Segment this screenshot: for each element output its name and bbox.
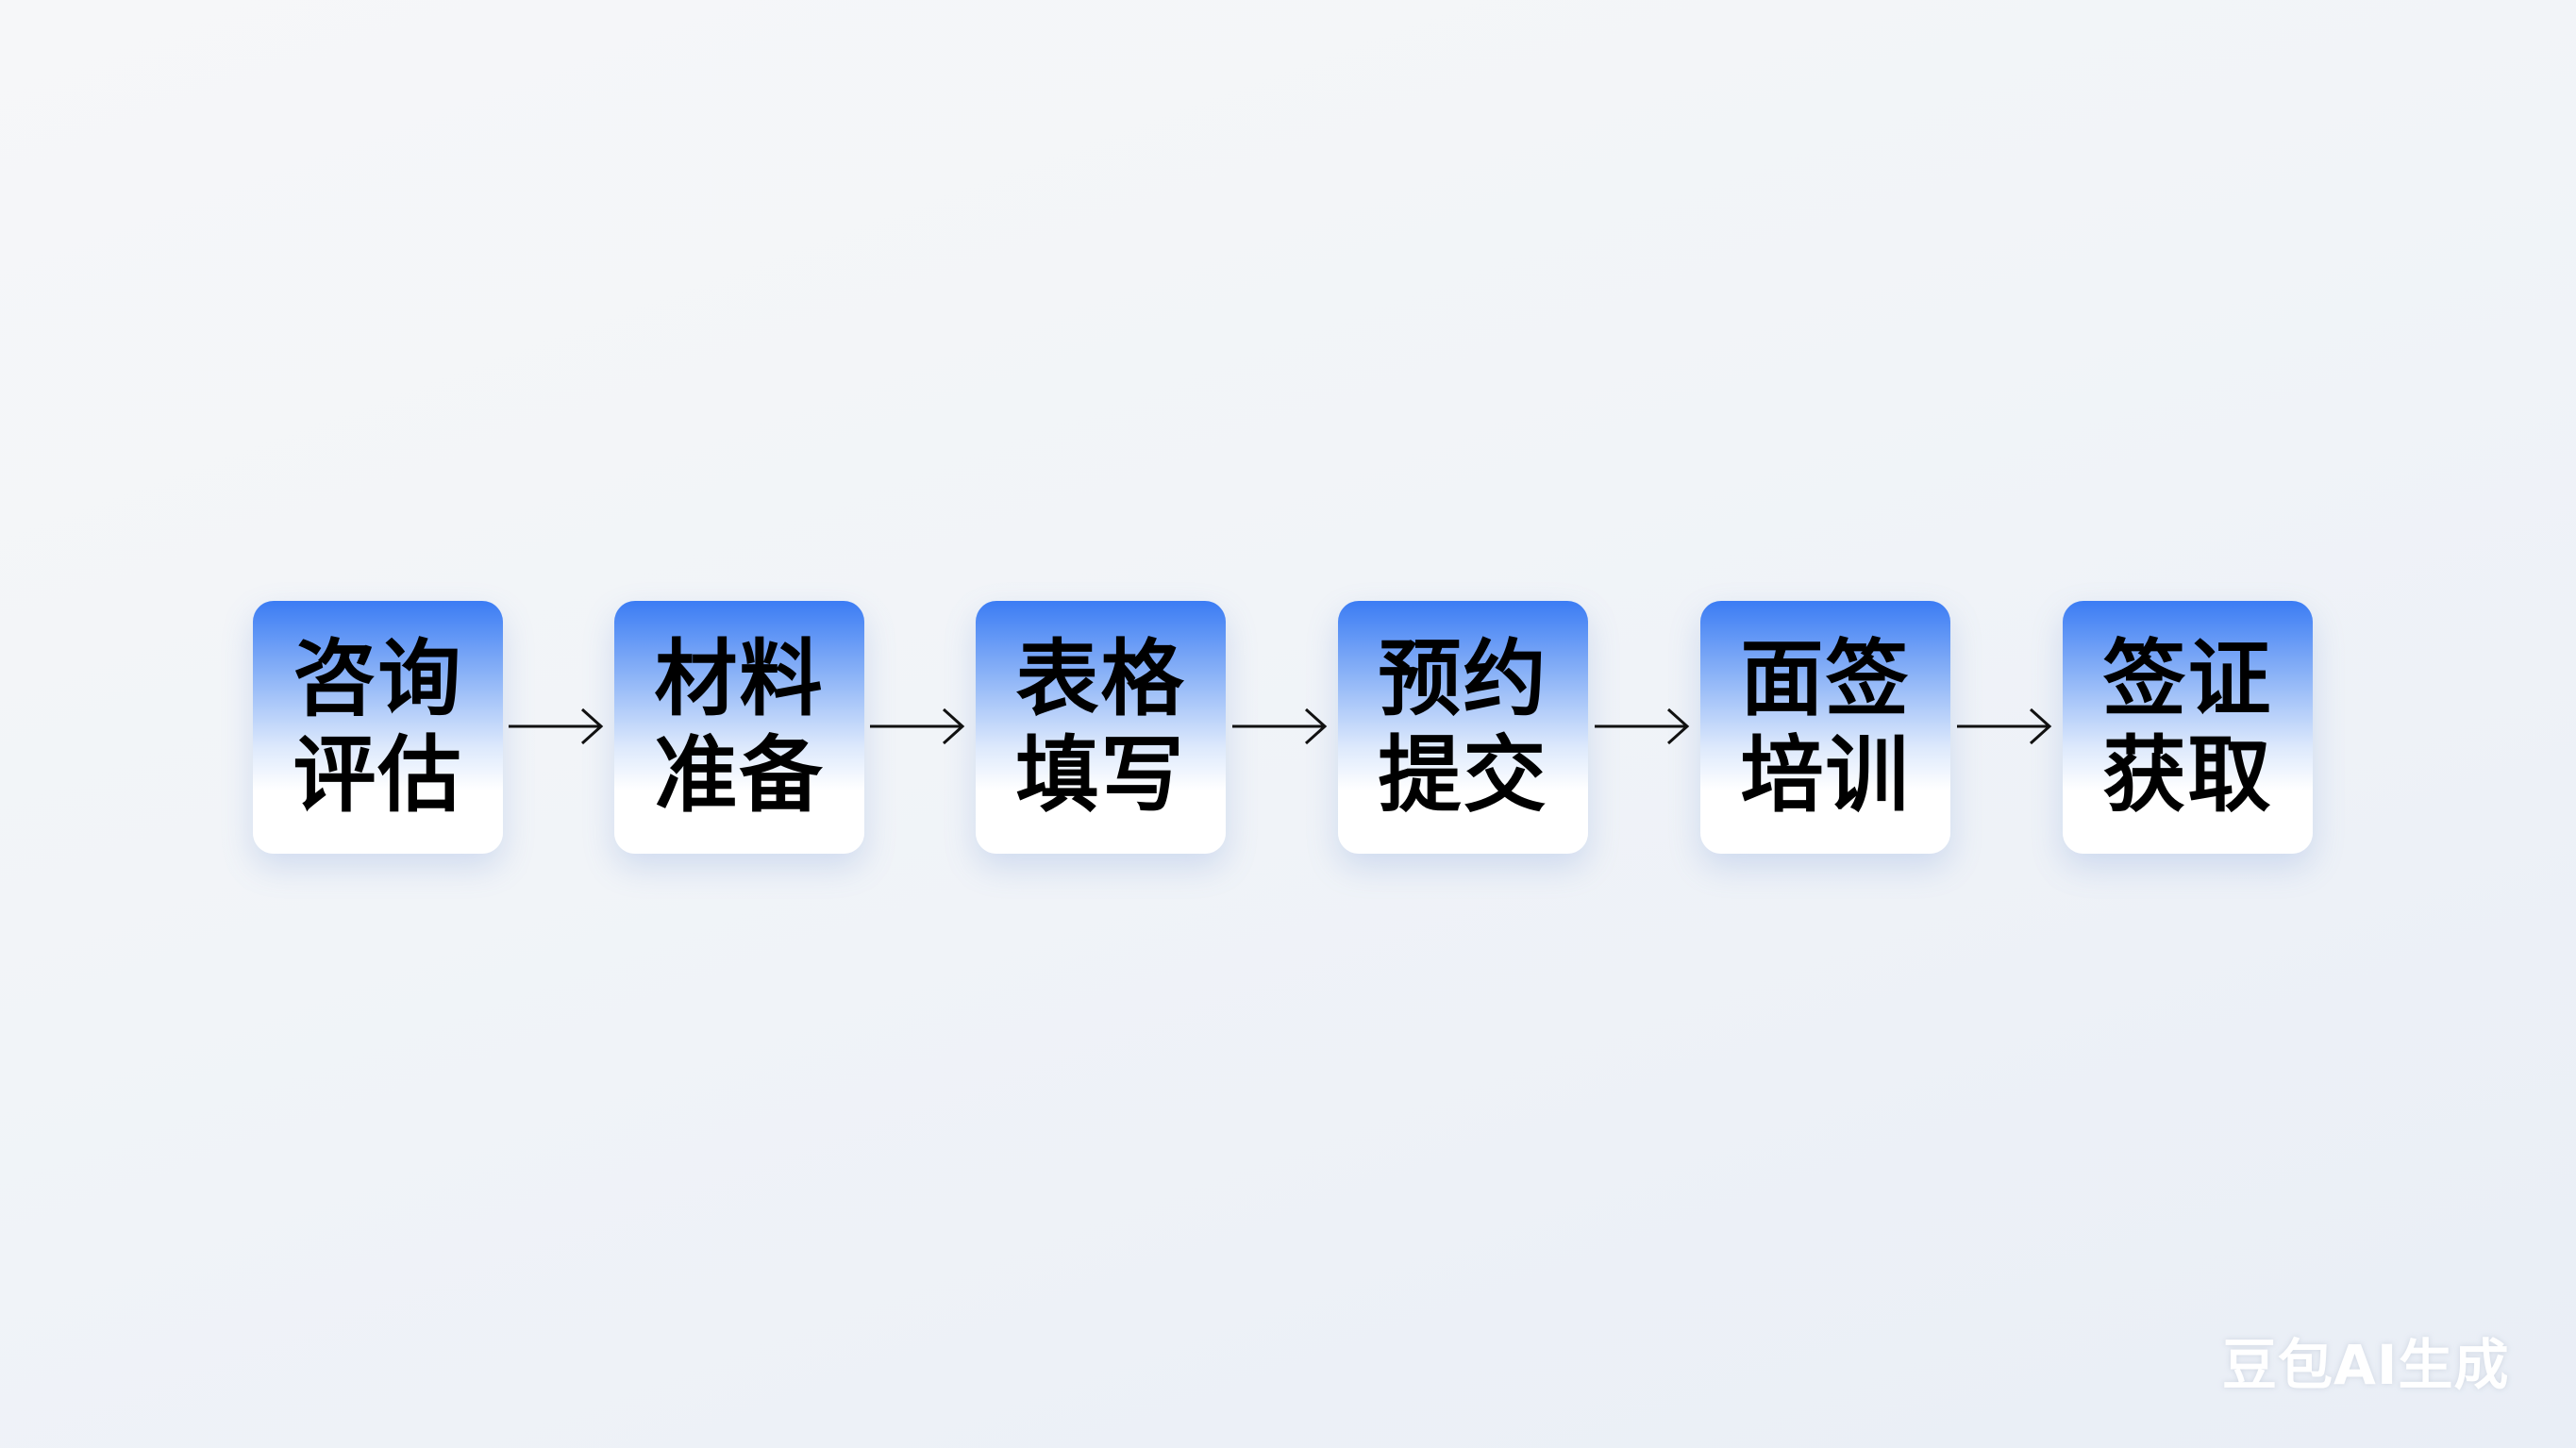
step-label-line2: 准备 <box>654 726 825 824</box>
step-appointment-submit: 预约 提交 <box>1338 601 1588 854</box>
arrow-right-icon <box>1595 707 1690 745</box>
arrow-right-icon <box>1957 707 2052 745</box>
step-form-fill: 表格 填写 <box>976 601 1226 854</box>
step-label-line2: 提交 <box>1378 726 1548 824</box>
step-label-line1: 面签 <box>1740 630 1911 727</box>
step-materials-prepare: 材料 准备 <box>614 601 864 854</box>
step-label-line2: 培训 <box>1740 726 1911 824</box>
watermark: 豆包AI生成 <box>2222 1333 2510 1397</box>
arrow-right-icon <box>870 707 965 745</box>
step-label-line2: 填写 <box>1015 726 1186 824</box>
step-label-line2: 评估 <box>293 726 463 824</box>
step-label-line2: 获取 <box>2102 726 2273 824</box>
step-label-line1: 签证 <box>2102 630 2273 727</box>
step-label-line1: 材料 <box>654 630 825 727</box>
arrow-right-icon <box>509 707 604 745</box>
step-interview-training: 面签 培训 <box>1700 601 1950 854</box>
step-consult-evaluate: 咨询 评估 <box>253 601 503 854</box>
arrow-right-icon <box>1232 707 1328 745</box>
step-visa-obtain: 签证 获取 <box>2063 601 2313 854</box>
step-label-line1: 咨询 <box>293 630 463 727</box>
step-label-line1: 表格 <box>1015 630 1186 727</box>
step-label-line1: 预约 <box>1378 630 1548 727</box>
